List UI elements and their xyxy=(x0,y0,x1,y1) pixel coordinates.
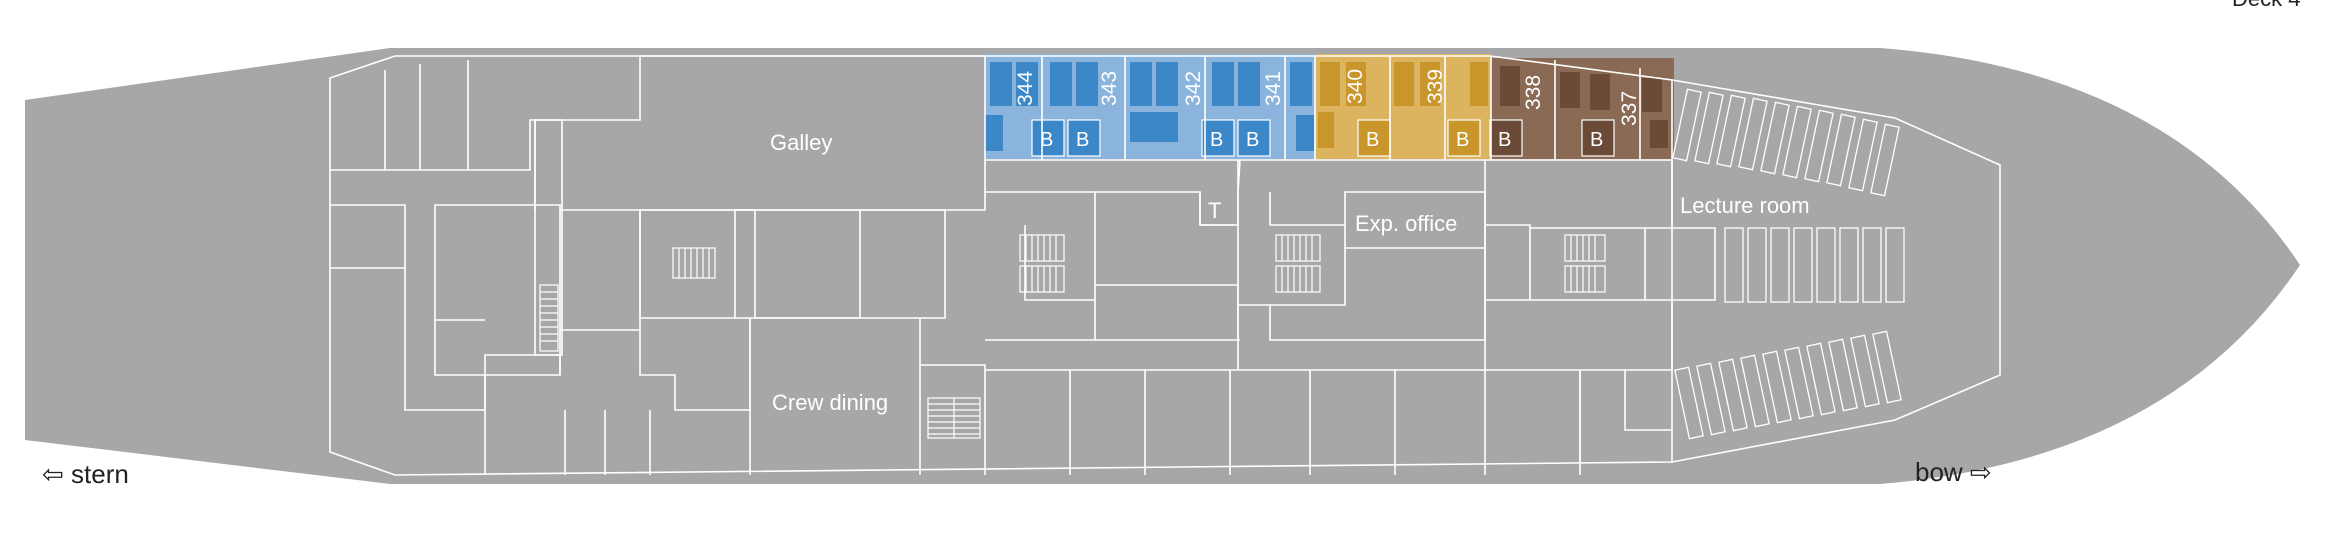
bathroom-label: B xyxy=(1456,129,1469,151)
bow-direction-label: bow ⇨ xyxy=(1915,457,1992,487)
ship-hull xyxy=(25,48,2300,484)
room-label-exp-office: Exp. office xyxy=(1355,211,1457,236)
cabin-number-343: 343 xyxy=(1098,71,1121,106)
bathroom-label: B xyxy=(1590,129,1603,151)
stern-direction-label: ⇦ stern xyxy=(42,459,129,489)
deck-walls xyxy=(329,55,2001,476)
cabin-number-337: 337 xyxy=(1618,91,1641,126)
cabin-number-338: 338 xyxy=(1522,75,1545,110)
cabin-number-339: 339 xyxy=(1424,69,1447,104)
bathroom-label: B xyxy=(1210,129,1223,151)
deck-title: Deck 4 xyxy=(2232,0,2300,11)
bathroom-label: B xyxy=(1498,129,1511,151)
room-label-lecture-room: Lecture room xyxy=(1680,193,1810,218)
room-label-crew-dining: Crew dining xyxy=(772,390,888,415)
cabin-number-344: 344 xyxy=(1014,71,1037,106)
bathroom-label: B xyxy=(1040,129,1053,151)
cabin-number-341: 341 xyxy=(1262,71,1285,106)
cabin-bathrooms xyxy=(1031,119,1615,157)
cabin-number-342: 342 xyxy=(1182,71,1205,106)
cabin-number-340: 340 xyxy=(1344,69,1367,104)
bathroom-label: B xyxy=(1366,129,1379,151)
cabin-fixtures xyxy=(985,62,1668,151)
stairways xyxy=(539,234,1606,439)
room-label-toilet: T xyxy=(1208,198,1221,223)
lecture-seating xyxy=(1672,88,1905,440)
bathroom-label: B xyxy=(1076,129,1089,151)
bathroom-label: B xyxy=(1246,129,1259,151)
room-label-galley: Galley xyxy=(770,130,832,155)
